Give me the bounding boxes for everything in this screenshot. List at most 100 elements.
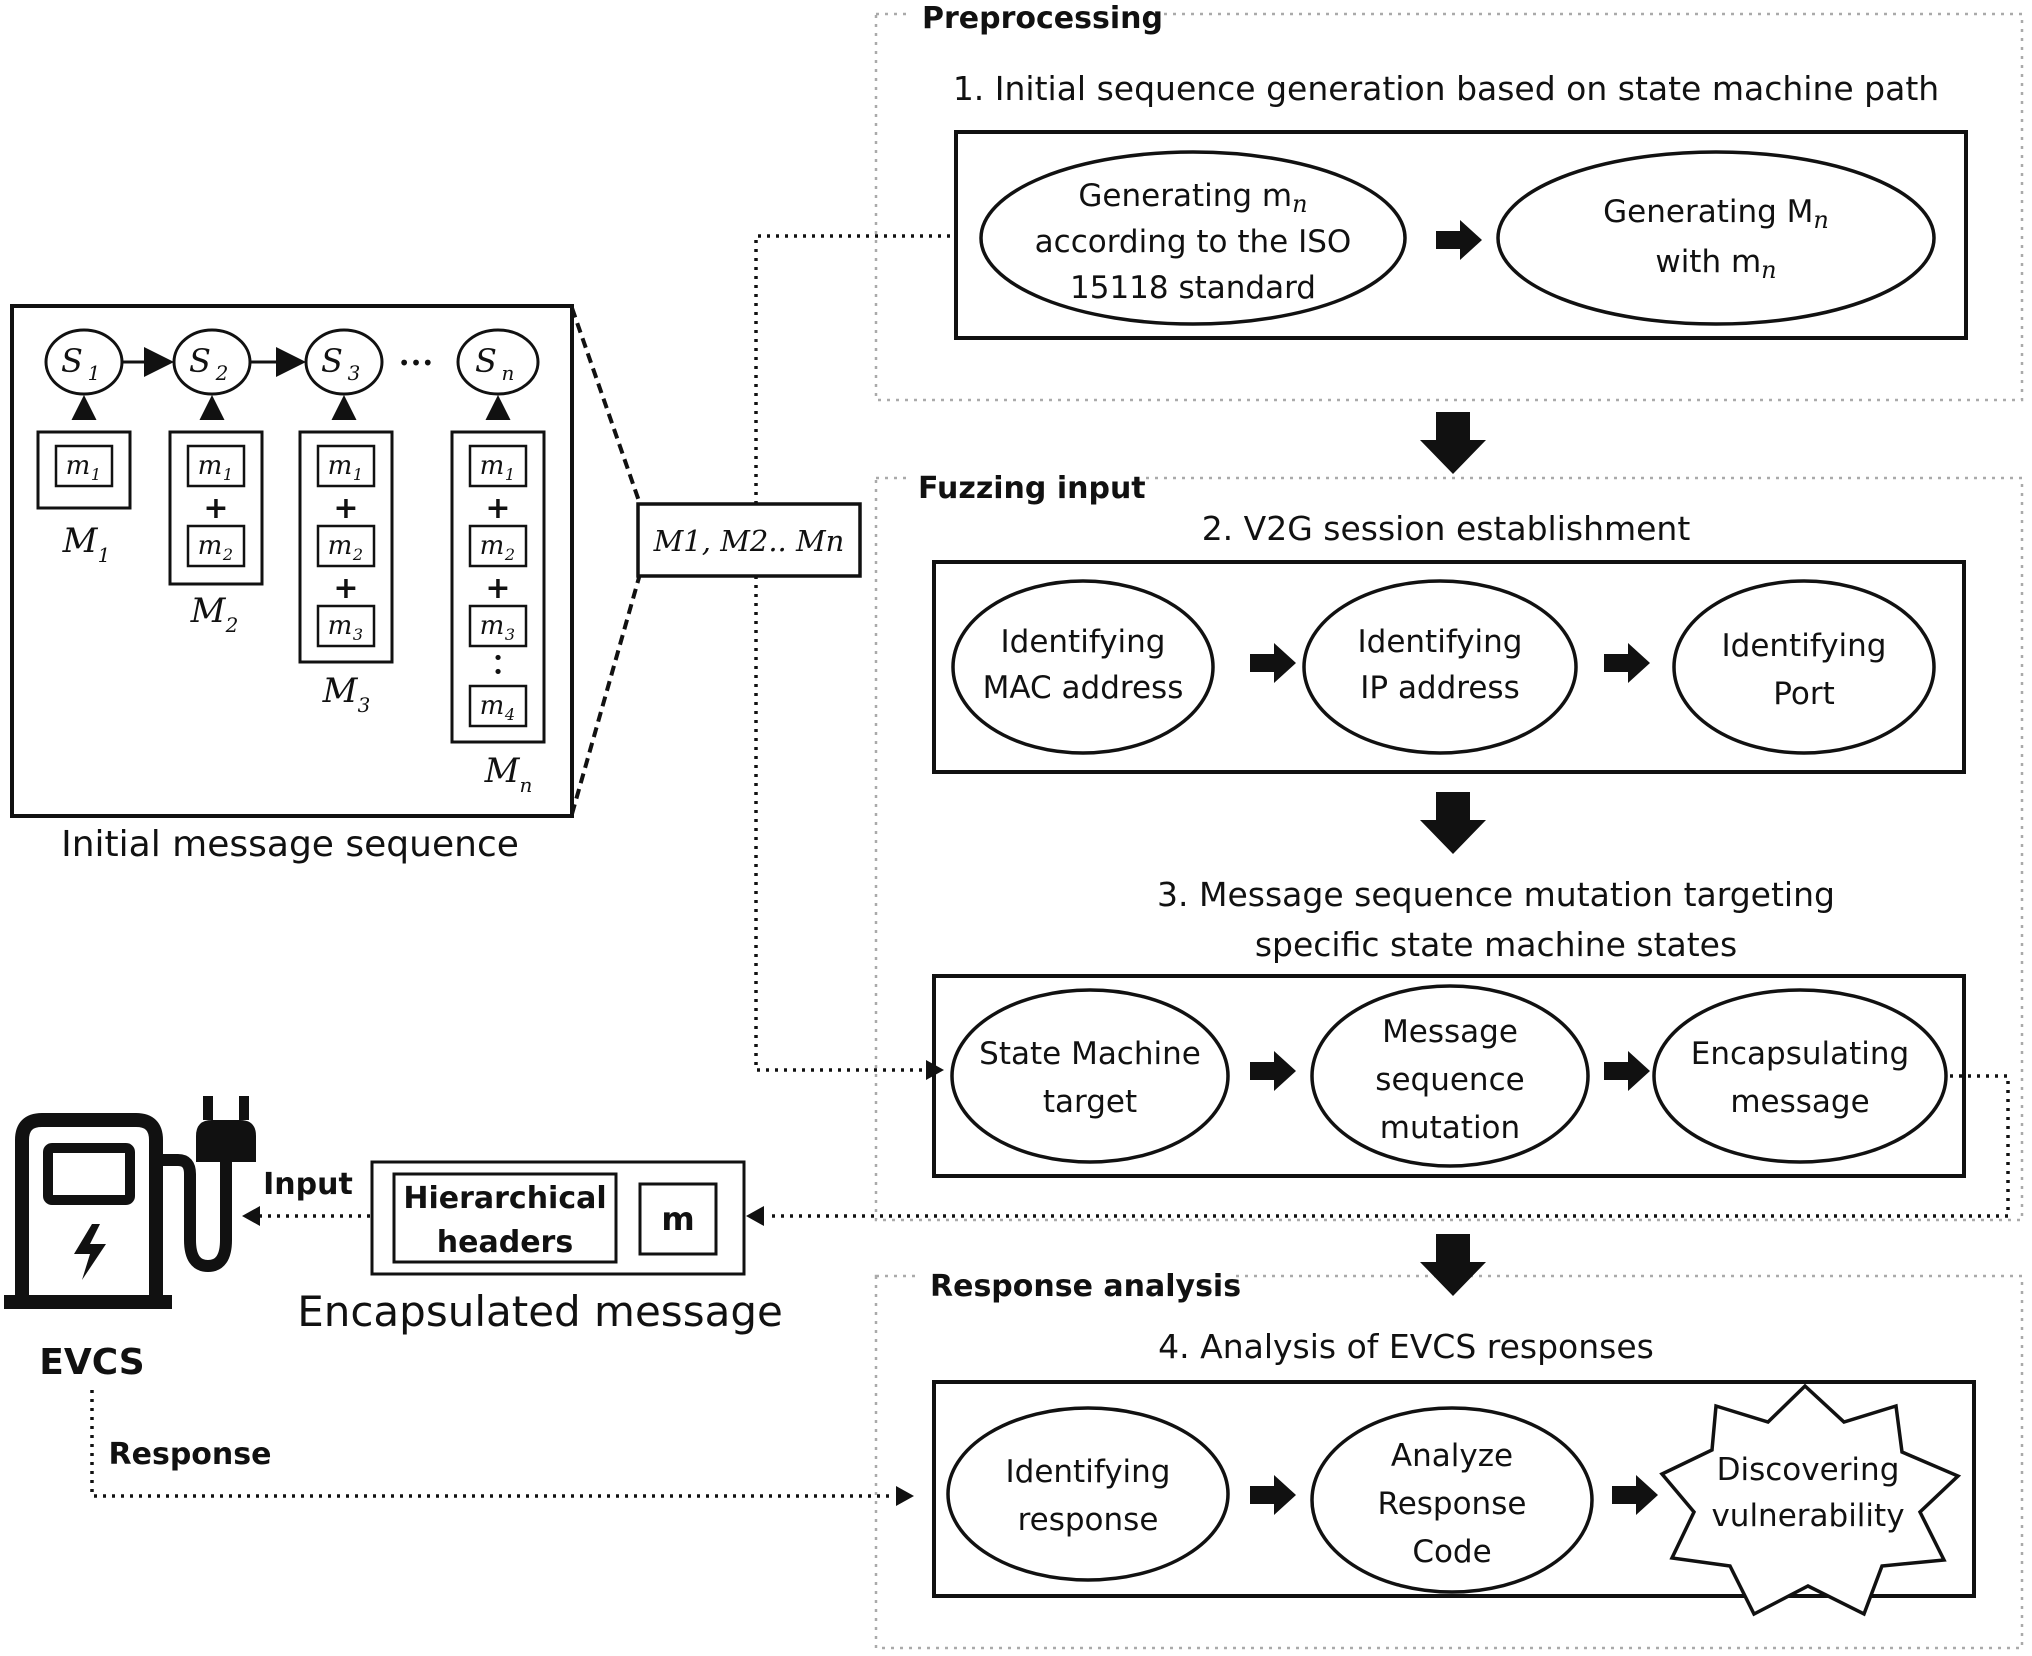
evcs-label: EVCS <box>39 1342 144 1383</box>
node-identifying-response <box>946 1406 1230 1582</box>
svg-text:n: n <box>502 361 515 385</box>
step3-box <box>932 974 1966 1178</box>
node-generating-m-line3: 15118 standard <box>1070 270 1316 306</box>
headers-line1: Hierarchical <box>403 1181 606 1216</box>
plus-sign: + <box>485 491 510 526</box>
svg-text:2: 2 <box>225 613 239 637</box>
svg-text:S: S <box>475 342 497 380</box>
node-generating-m-line2: according to the ISO <box>1035 224 1352 260</box>
svg-text:2: 2 <box>215 361 229 385</box>
node-ip-line1: Identifying <box>1358 624 1523 660</box>
m-label: m <box>661 1200 694 1238</box>
down-arrow-icon <box>1420 792 1486 854</box>
svg-text:M: M <box>62 521 99 561</box>
node-analyze-code <box>1310 1406 1594 1594</box>
svg-text:m: m <box>66 451 91 481</box>
svg-text:with mn: with mn <box>1655 244 1776 284</box>
step2-box <box>932 560 1966 774</box>
step3-heading-line2: specific state machine states <box>1255 925 1737 964</box>
encapsulated-caption: Encapsulated message <box>297 1287 783 1336</box>
thick-arrow-icon <box>1604 1051 1650 1091</box>
svg-text:S: S <box>189 342 211 380</box>
svg-text:m: m <box>480 611 505 641</box>
box-Mn <box>450 430 546 744</box>
m-box <box>638 1182 718 1256</box>
node-identifying-response-line2: response <box>1018 1502 1159 1538</box>
thick-arrow-icon <box>1250 1475 1296 1515</box>
node-state-machine-line2: target <box>1043 1084 1137 1120</box>
thick-arrow-icon <box>1436 220 1482 260</box>
svg-text:M: M <box>190 591 227 631</box>
svg-text:M: M <box>484 751 521 791</box>
step1-heading: 1. Initial sequence generation based on … <box>953 69 1939 108</box>
node-generating-M-line1: Generating M <box>1603 194 1813 230</box>
node-analyze-code-line3: Code <box>1412 1534 1491 1570</box>
node-port-line2: Port <box>1773 676 1834 712</box>
fuzzing-title: Fuzzing input <box>918 471 1146 506</box>
node-generating-M-line2: with m <box>1655 244 1761 280</box>
svg-text:M: M <box>322 671 359 711</box>
node-ip-line2: IP address <box>1360 670 1519 706</box>
svg-text:m: m <box>328 611 353 641</box>
node-state-machine <box>950 988 1230 1164</box>
step4-box <box>932 1380 1976 1598</box>
svg-text:1: 1 <box>88 361 101 385</box>
plus-sign: + <box>333 571 358 606</box>
svg-text:Generating Mn: Generating Mn <box>1603 194 1829 234</box>
node-generating-m <box>979 150 1407 326</box>
svg-text:4: 4 <box>504 705 515 724</box>
headers-line2: headers <box>437 1225 573 1260</box>
svg-text:1: 1 <box>91 465 101 484</box>
ev-charger-icon <box>4 1096 256 1309</box>
svg-text:1: 1 <box>505 465 515 484</box>
node-sequence-mutation-line1: Message <box>1382 1014 1518 1050</box>
down-arrow-icon <box>1420 1234 1486 1296</box>
svg-text:3: 3 <box>358 693 371 717</box>
svg-text:3: 3 <box>348 361 361 385</box>
node-identifying-response-line1: Identifying <box>1006 1454 1171 1490</box>
node-encapsulating <box>1652 988 1948 1164</box>
box-M2 <box>168 430 264 586</box>
state-sn <box>456 328 540 396</box>
preprocessing-frame <box>874 12 2024 402</box>
step2-heading: 2. V2G session establishment <box>1202 509 1691 548</box>
thick-arrow-icon <box>1250 1051 1296 1091</box>
response-connector <box>90 1390 894 1498</box>
vulnerability-star-icon <box>1659 1383 1962 1617</box>
svg-text:S: S <box>61 342 83 380</box>
node-port <box>1672 579 1936 755</box>
svg-text:3: 3 <box>353 625 363 644</box>
state-s1 <box>44 328 124 396</box>
thick-arrow-icon <box>1604 643 1650 683</box>
summary-label: M1, M2.. Mn <box>653 524 845 558</box>
summary-box <box>636 502 862 578</box>
node-generating-M <box>1496 150 1936 326</box>
node-ip <box>1302 579 1578 755</box>
response-title: Response analysis <box>930 1269 1241 1304</box>
node-sequence-mutation-line3: mutation <box>1380 1110 1520 1146</box>
svg-text:1: 1 <box>98 543 111 567</box>
svg-text:m: m <box>480 531 505 561</box>
svg-text:S: S <box>321 342 343 380</box>
box-M1 <box>36 430 132 510</box>
node-state-machine-line1: State Machine <box>979 1036 1201 1072</box>
node-encapsulating-line1: Encapsulating <box>1691 1036 1909 1072</box>
node-generating-m-line1: Generating m <box>1078 178 1292 214</box>
node-mac-line2: MAC address <box>983 670 1184 706</box>
input-label: Input <box>263 1167 353 1202</box>
svg-text:n: n <box>520 773 533 797</box>
vdots: • <box>493 662 504 683</box>
sequence-connector <box>754 234 950 504</box>
svg-text:1: 1 <box>353 465 363 484</box>
plus-sign: + <box>485 571 510 606</box>
svg-text:m: m <box>480 691 505 721</box>
svg-text:m: m <box>328 531 353 561</box>
svg-text:3: 3 <box>505 625 515 644</box>
svg-text:m: m <box>198 451 223 481</box>
node-vulnerability-line1: Discovering <box>1717 1452 1900 1488</box>
sequence-to-step3 <box>754 576 924 1072</box>
hierarchical-headers-box <box>392 1172 618 1264</box>
step1-box <box>954 130 1968 340</box>
node-vulnerability-line2: vulnerability <box>1711 1498 1904 1534</box>
